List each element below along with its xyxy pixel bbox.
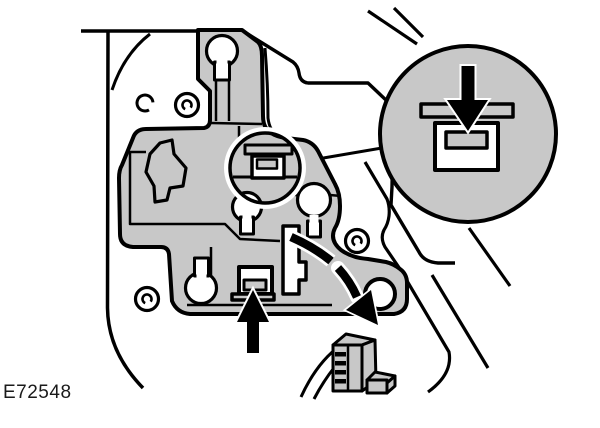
hatch-line-1	[430, 274, 490, 369]
body-left-edge-line	[105, 30, 145, 390]
magnifier-circle	[378, 44, 558, 224]
up-arrow-icon	[233, 285, 273, 355]
curved-arrow-icon	[288, 230, 381, 329]
lamp-housing	[117, 28, 409, 316]
connector-latch-bar	[243, 143, 294, 156]
body-sill-line	[363, 161, 452, 394]
body-panel-lines	[81, 6, 512, 394]
body-arc-line	[110, 32, 151, 91]
hatch-line-4	[392, 6, 425, 39]
bulb-socket-top	[204, 33, 240, 82]
clip-hole-icon	[135, 93, 155, 113]
bulb-socket-center-right	[295, 181, 333, 239]
down-arrow-icon	[443, 64, 492, 135]
figure-label: E72548	[3, 382, 72, 403]
bulb-socket-bottom-left	[183, 256, 219, 306]
body-fasteners	[133, 91, 201, 313]
lens-pocket-outline	[144, 138, 188, 204]
body-channel-line	[263, 47, 274, 131]
hatch-line-2	[467, 227, 512, 287]
bulb-holder-part	[299, 332, 397, 400]
screw-icon-bottom-left	[133, 285, 161, 313]
screw-icon-right	[343, 227, 371, 255]
hatch-line-3	[367, 9, 418, 46]
plug-cube-front	[365, 378, 389, 395]
terminal-rungs	[335, 352, 346, 384]
screw-icon-top-left	[173, 91, 201, 119]
callout-circle	[224, 127, 306, 209]
